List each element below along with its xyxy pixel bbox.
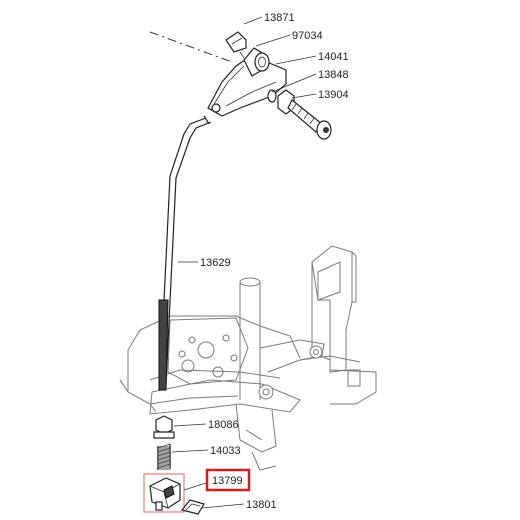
- part-13801-clip: [180, 499, 205, 515]
- lever-bracket-assembly: [207, 31, 332, 140]
- part-labels: 13871 97034 14041 13848 13904 13629 1808…: [200, 12, 349, 511]
- label-97034[interactable]: 97034: [292, 30, 323, 42]
- label-13799-highlight-box: [205, 468, 251, 492]
- leader-lines: [171, 16, 317, 509]
- label-14033[interactable]: 14033: [210, 445, 241, 457]
- label-13799[interactable]: 13799: [212, 475, 243, 487]
- part-13799-highlight-box: [143, 473, 185, 513]
- label-13629[interactable]: 13629: [200, 257, 231, 269]
- label-14041[interactable]: 14041: [318, 51, 349, 63]
- machine-body: [119, 245, 377, 471]
- dash-guide-line: [149, 31, 233, 63]
- label-13848[interactable]: 13848: [318, 69, 349, 81]
- part-13799-block[interactable]: [143, 473, 185, 513]
- label-13871[interactable]: 13871: [264, 12, 295, 24]
- label-13904[interactable]: 13904: [318, 89, 349, 101]
- lower-fastener-parts: [153, 415, 175, 470]
- label-13801[interactable]: 13801: [246, 499, 277, 511]
- long-rod: [158, 115, 212, 391]
- label-18086[interactable]: 18086: [208, 419, 239, 431]
